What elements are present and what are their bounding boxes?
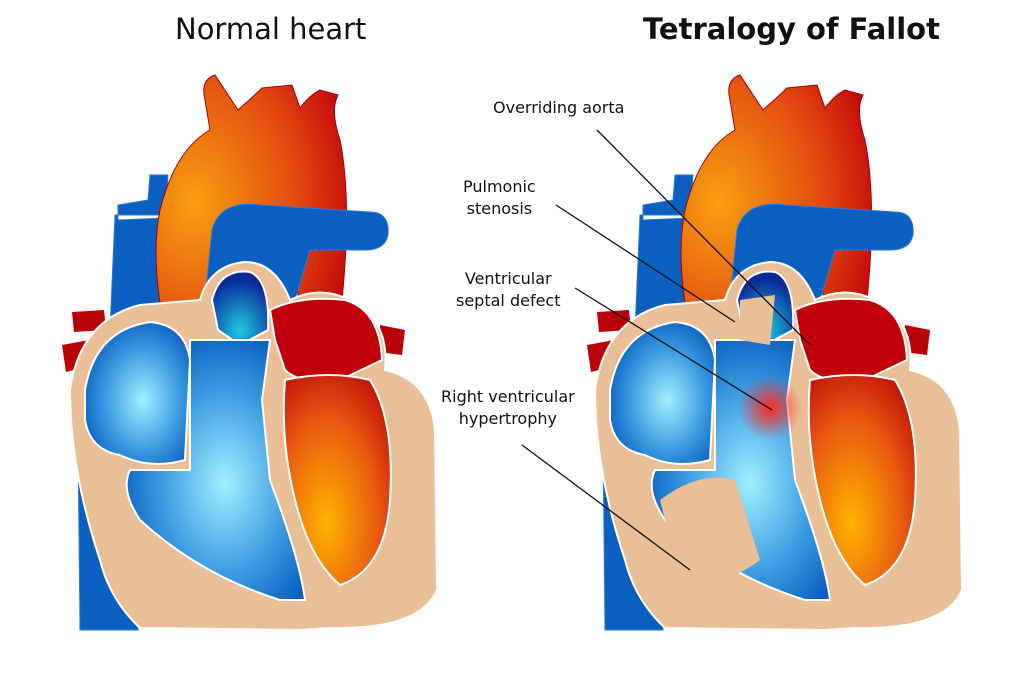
normal-heart-title: Normal heart <box>175 12 367 46</box>
label-overriding-aorta: Overriding aorta <box>493 98 625 117</box>
label-line: Ventricular <box>464 269 552 288</box>
label-line: Pulmonic <box>463 177 536 196</box>
label-line: stenosis <box>466 199 533 218</box>
hypertrophy-muscle <box>660 477 760 583</box>
label-vsd: Ventricular septal defect <box>456 268 561 312</box>
pointer-lines <box>521 129 811 571</box>
label-pulmonic-stenosis: Pulmonic stenosis <box>463 176 536 220</box>
label-line: hypertrophy <box>458 409 557 428</box>
stenosis-muscle <box>740 295 775 345</box>
normal-heart <box>61 74 438 631</box>
label-rvh: Right ventricular hypertrophy <box>441 386 575 430</box>
label-line: septal defect <box>456 291 561 310</box>
tof-heart <box>586 74 963 631</box>
tof-title: Tetralogy of Fallot <box>643 12 940 46</box>
label-line: Right ventricular <box>441 387 575 406</box>
